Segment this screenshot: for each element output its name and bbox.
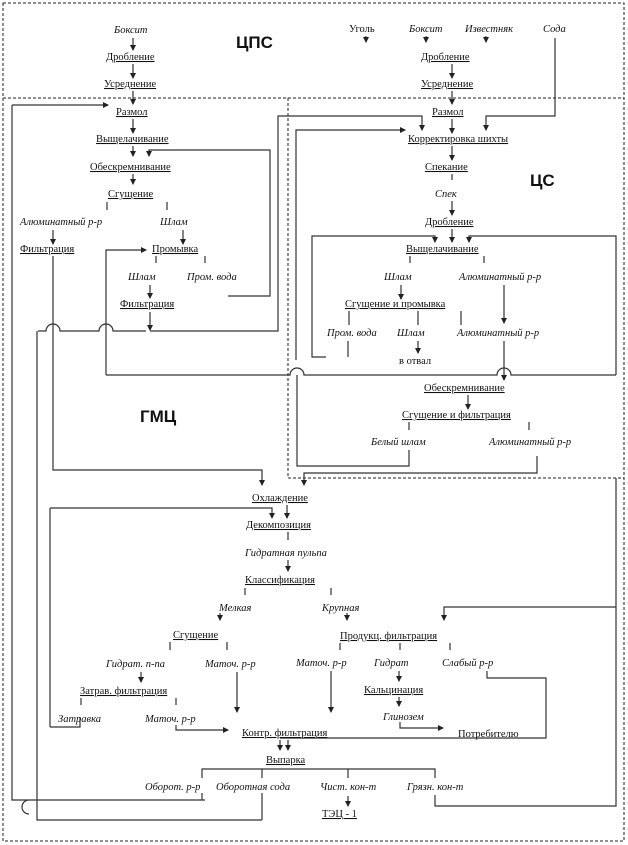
recycle-line-bayer bbox=[38, 115, 425, 360]
node-classification: Классификация bbox=[245, 575, 315, 586]
node-sludge-bayer: Шлам bbox=[159, 217, 188, 228]
node-aluminate-solution-sinter: Алюминатный р-р bbox=[458, 272, 541, 283]
node-decomposition: Декомпозиция bbox=[246, 520, 311, 531]
hydromet-branch: Охлаждение Декомпозиция Гидратная пульпа… bbox=[49, 478, 617, 820]
node-aluminate-solution-bayer: Алюминатный р-р bbox=[19, 217, 102, 228]
cps-right-chain: Уголь Боксит Известняк Сода Дробление Ус… bbox=[349, 24, 566, 131]
node-bauxite-right: Боксит bbox=[408, 24, 443, 35]
zone-title-cps: ЦПС bbox=[236, 33, 273, 52]
node-charge-correction: Корректировка шихты bbox=[408, 134, 508, 145]
node-wash-water-sinter: Пром. вода bbox=[326, 328, 377, 339]
node-mother-liquor1: Маточ. р-р bbox=[204, 659, 256, 670]
recycle-line-middle bbox=[106, 367, 616, 376]
node-calcination: Кальцинация bbox=[364, 685, 423, 696]
node-hydrate-pulp: Гидратная пульпа bbox=[244, 548, 327, 559]
bayer-branch: Размол Выщелачивание Обескремнивание Сгу… bbox=[19, 107, 271, 375]
node-mother-liquor2: Маточ. р-р bbox=[144, 714, 196, 725]
node-mother-liquor3: Маточ. р-р bbox=[295, 658, 347, 669]
node-recycle-solution: Оборот. р-р bbox=[145, 782, 200, 793]
node-crushing-sinter: Дробление bbox=[425, 217, 474, 228]
node-crushing-left: Дробление bbox=[106, 52, 155, 63]
recycle-to-grinding-line bbox=[11, 105, 262, 821]
bayer-to-cooling-line bbox=[52, 256, 265, 486]
node-averaging-right: Усреднение bbox=[421, 79, 473, 90]
node-limestone: Известняк bbox=[464, 24, 513, 35]
node-desilication-bayer: Обескремнивание bbox=[90, 162, 171, 173]
node-sludge2-sinter: Шлам bbox=[396, 328, 425, 339]
node-consumer: Потребителю bbox=[458, 729, 519, 740]
node-alumina: Глинозем bbox=[382, 712, 424, 723]
node-desilication-sinter: Обескремнивание bbox=[424, 383, 505, 394]
node-leaching-bayer: Выщелачивание bbox=[96, 134, 169, 145]
node-sinter: Спек bbox=[435, 189, 457, 200]
node-sludge2-bayer: Шлам bbox=[127, 272, 156, 283]
node-soda: Сода bbox=[543, 24, 566, 35]
node-control-filtration: Контр. фильтрация bbox=[242, 728, 327, 739]
node-averaging-left: Усреднение bbox=[104, 79, 156, 90]
node-aluminate-solution2-sinter: Алюминатный р-р bbox=[456, 328, 539, 339]
node-sintering: Спекание bbox=[425, 162, 468, 173]
node-coarse: Крупная bbox=[321, 603, 359, 614]
node-wash-water-bayer: Пром. вода bbox=[186, 272, 237, 283]
node-cooling: Охлаждение bbox=[252, 493, 308, 504]
node-crushing-right: Дробление bbox=[421, 52, 470, 63]
node-sludge-sinter: Шлам bbox=[383, 272, 412, 283]
node-evaporation: Выпарка bbox=[266, 755, 306, 766]
node-thickening-washing: Сгущение и промывка bbox=[345, 299, 446, 310]
node-filtration2-bayer: Фильтрация bbox=[120, 299, 174, 310]
node-seed-filtration: Затрав. фильтрация bbox=[80, 686, 167, 697]
node-seed: Затравка bbox=[58, 714, 101, 725]
node-leaching-sinter: Выщелачивание bbox=[406, 244, 479, 255]
cps-left-chain: Боксит Дробление Усреднение bbox=[104, 25, 156, 105]
node-filtration-bayer: Фильтрация bbox=[20, 244, 74, 255]
node-bauxite-left: Боксит bbox=[113, 25, 148, 36]
node-coal: Уголь bbox=[349, 24, 375, 35]
zone-title-cs: ЦС bbox=[530, 171, 555, 190]
node-product-filtration: Продукц. фильтрация bbox=[340, 631, 437, 642]
node-tec: ТЭЦ - 1 bbox=[322, 809, 357, 820]
node-grinding-sinter: Размол bbox=[432, 107, 464, 118]
node-thickening-hydromet: Сгущение bbox=[173, 630, 219, 641]
node-clean-concentrate: Чист. кон-т bbox=[320, 782, 377, 793]
node-fine: Мелкая bbox=[218, 603, 251, 614]
node-thickening-filtration: Сгущение и фильтрация bbox=[402, 410, 511, 421]
node-white-sludge: Белый шлам bbox=[370, 437, 426, 448]
node-hydrate-suspension: Гидрат. п-па bbox=[105, 659, 165, 670]
node-recycle-soda: Оборотная сода bbox=[216, 782, 290, 793]
node-grinding-bayer: Размол bbox=[116, 107, 148, 118]
node-to-dump: в отвал bbox=[399, 356, 431, 367]
node-dirty-concentrate: Грязн. кон-т bbox=[406, 782, 464, 793]
zone-title-gmc: ГМЦ bbox=[140, 407, 177, 426]
node-hydrate: Гидрат bbox=[373, 658, 409, 669]
node-weak-solution: Слабый р-р bbox=[442, 658, 493, 669]
node-aluminate-solution3-sinter: Алюминатный р-р bbox=[488, 437, 571, 448]
sinter-branch: Размол Корректировка шихты Спекание Спек… bbox=[296, 107, 617, 486]
node-thickening-bayer: Сгущение bbox=[108, 189, 154, 200]
node-washing: Промывка bbox=[152, 244, 198, 255]
zone-border-cs bbox=[287, 98, 624, 479]
